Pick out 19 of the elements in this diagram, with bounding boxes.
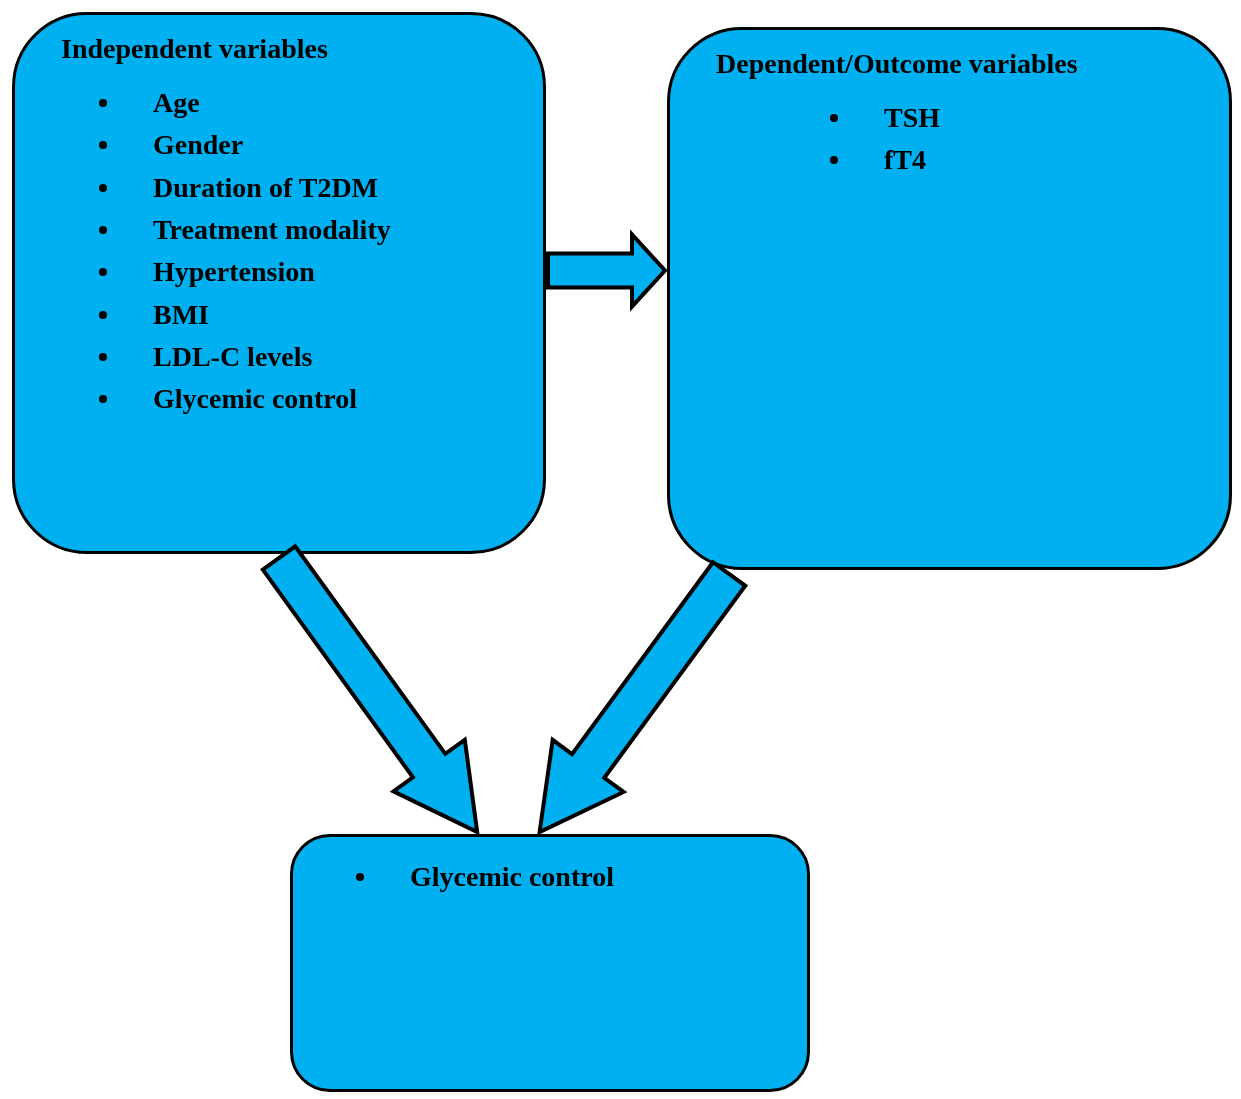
list-item: Hypertension xyxy=(153,256,315,289)
block-arrow xyxy=(260,543,480,836)
list-item: Glycemic control xyxy=(153,383,357,416)
list-item: TSH xyxy=(884,102,941,134)
list-item: Age xyxy=(153,87,200,119)
list-item: Glycemic control xyxy=(410,861,614,893)
box-heading: Independent variables xyxy=(61,33,328,65)
rounded-box xyxy=(667,27,1232,570)
list-item: Treatment modality xyxy=(153,213,391,246)
block-arrow xyxy=(537,559,749,836)
list-item: LDL-C levels xyxy=(153,340,313,373)
list-item: Duration of T2DM xyxy=(153,171,379,204)
list-item: BMI xyxy=(153,298,209,331)
block-arrow xyxy=(546,229,668,312)
rounded-box xyxy=(12,12,546,554)
list-item: fT4 xyxy=(884,144,926,177)
box-heading: Dependent/Outcome variables xyxy=(716,48,1078,80)
rounded-box xyxy=(290,834,810,1092)
list-item: Gender xyxy=(153,129,244,162)
